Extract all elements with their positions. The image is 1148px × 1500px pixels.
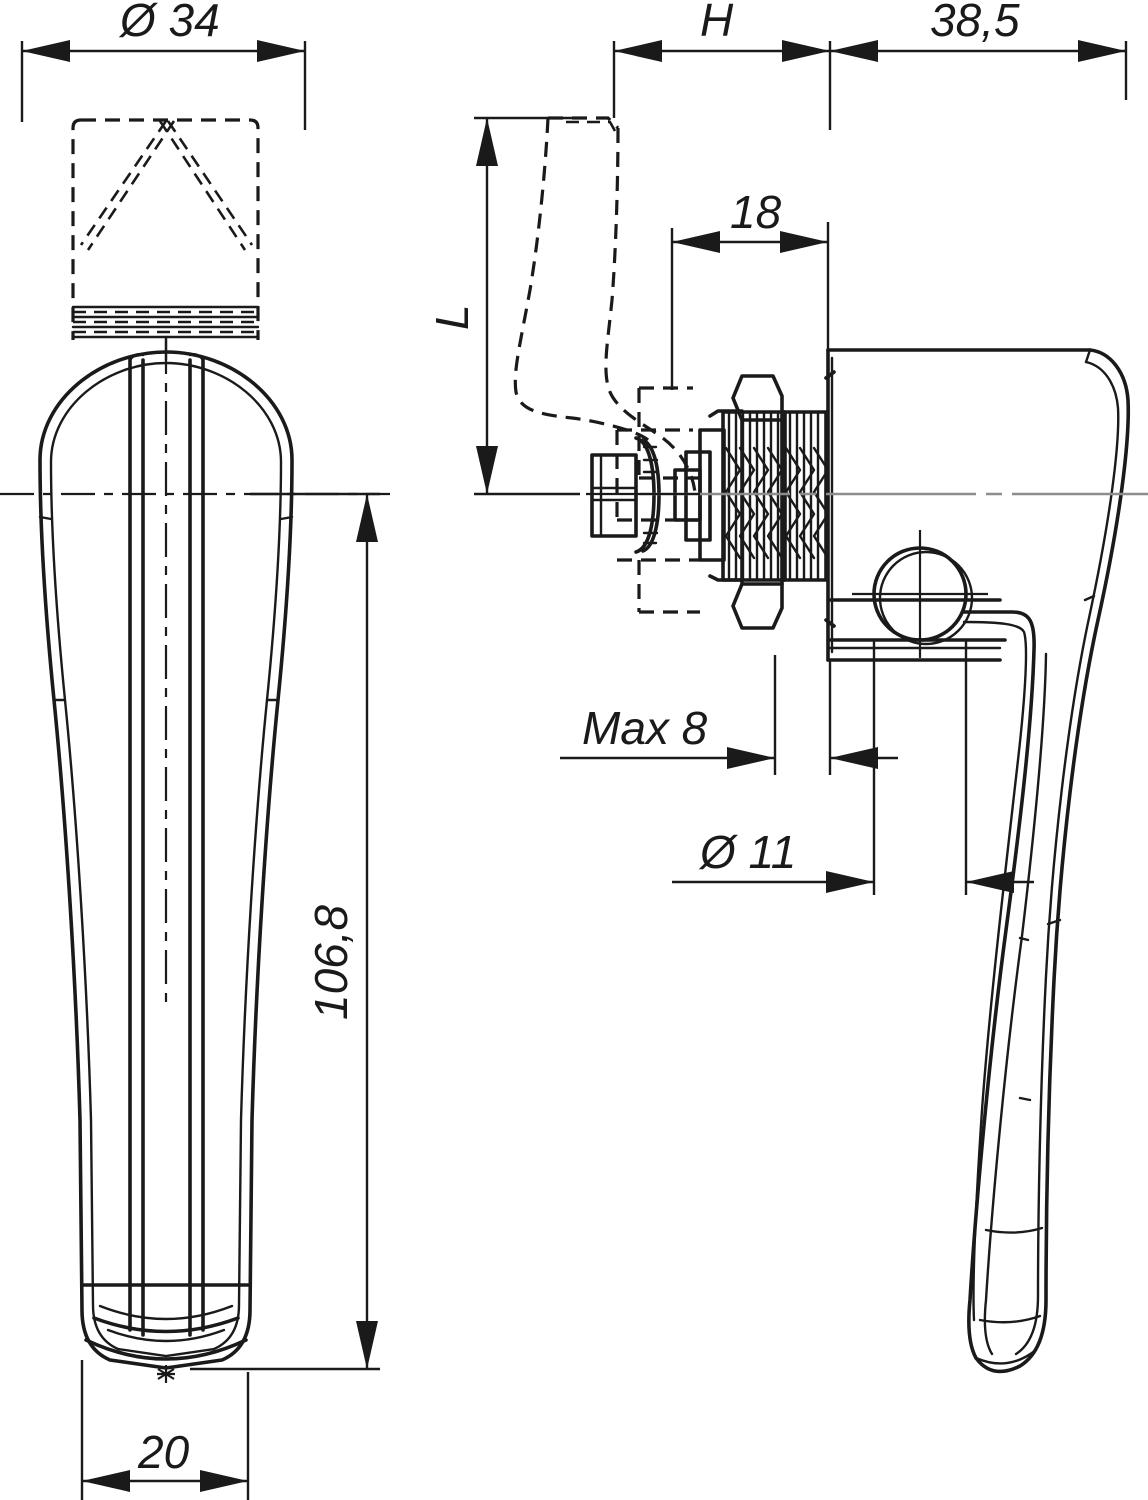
dimension-18: 18 (670, 186, 830, 390)
handle-housing-block (824, 348, 1092, 662)
dimension-20-text: 20 (137, 1426, 190, 1478)
dimension-106-8-text: 106,8 (305, 904, 357, 1020)
dimension-20: 20 (80, 1360, 250, 1500)
dimension-max8: Max 8 (560, 655, 898, 775)
dimension-dia34-text: Ø 34 (118, 0, 220, 46)
lock-barrel-shoulder (673, 409, 744, 582)
dimension-dia11-text: Ø 11 (698, 826, 796, 878)
dimension-38-5-text: 38,5 (930, 0, 1020, 46)
side-view-hidden-tongue (513, 116, 700, 614)
lock-thread-right (781, 410, 830, 582)
dimension-dia34: Ø 34 (20, 0, 307, 130)
dimension-max8-text: Max 8 (582, 702, 708, 754)
front-view-hidden-outline (71, 118, 260, 362)
lock-key-end (590, 453, 638, 538)
dimension-l: L (426, 116, 580, 496)
front-view (0, 118, 390, 1383)
dimension-h: H (612, 0, 832, 130)
dimension-h-text: H (700, 0, 734, 46)
dimension-l-text: L (426, 304, 478, 330)
dimension-18-text: 18 (730, 186, 782, 238)
dimension-dia11: Ø 11 (672, 640, 1034, 895)
lock-thread-left (721, 410, 787, 582)
dimension-38-5: 38,5 (830, 0, 1128, 100)
handle-grip (962, 348, 1131, 1374)
hole-dia11 (852, 530, 988, 658)
footnote-asterisk-marker (157, 1365, 175, 1383)
side-view (513, 116, 1148, 1374)
front-view-handle-body (38, 350, 294, 1370)
dimension-106-8: 106,8 (190, 492, 380, 1371)
